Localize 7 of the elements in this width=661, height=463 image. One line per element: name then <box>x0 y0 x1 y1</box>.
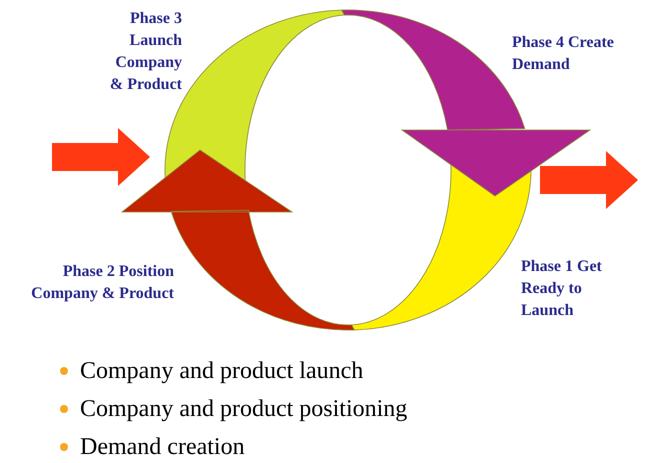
phase-label: Phase 1 Get Ready to Launch <box>521 256 621 322</box>
bullet-text: Company and product positioning <box>80 395 408 424</box>
phase-label: Phase 3 Launch Company & Product <box>100 8 182 96</box>
phase-label: Phase 2 Position Company & Product <box>6 261 174 305</box>
bullet-text: Demand creation <box>80 433 245 462</box>
bullet-text: Company and product launch <box>80 357 364 386</box>
phase-label: Phase 4 Create Demand <box>512 32 632 76</box>
